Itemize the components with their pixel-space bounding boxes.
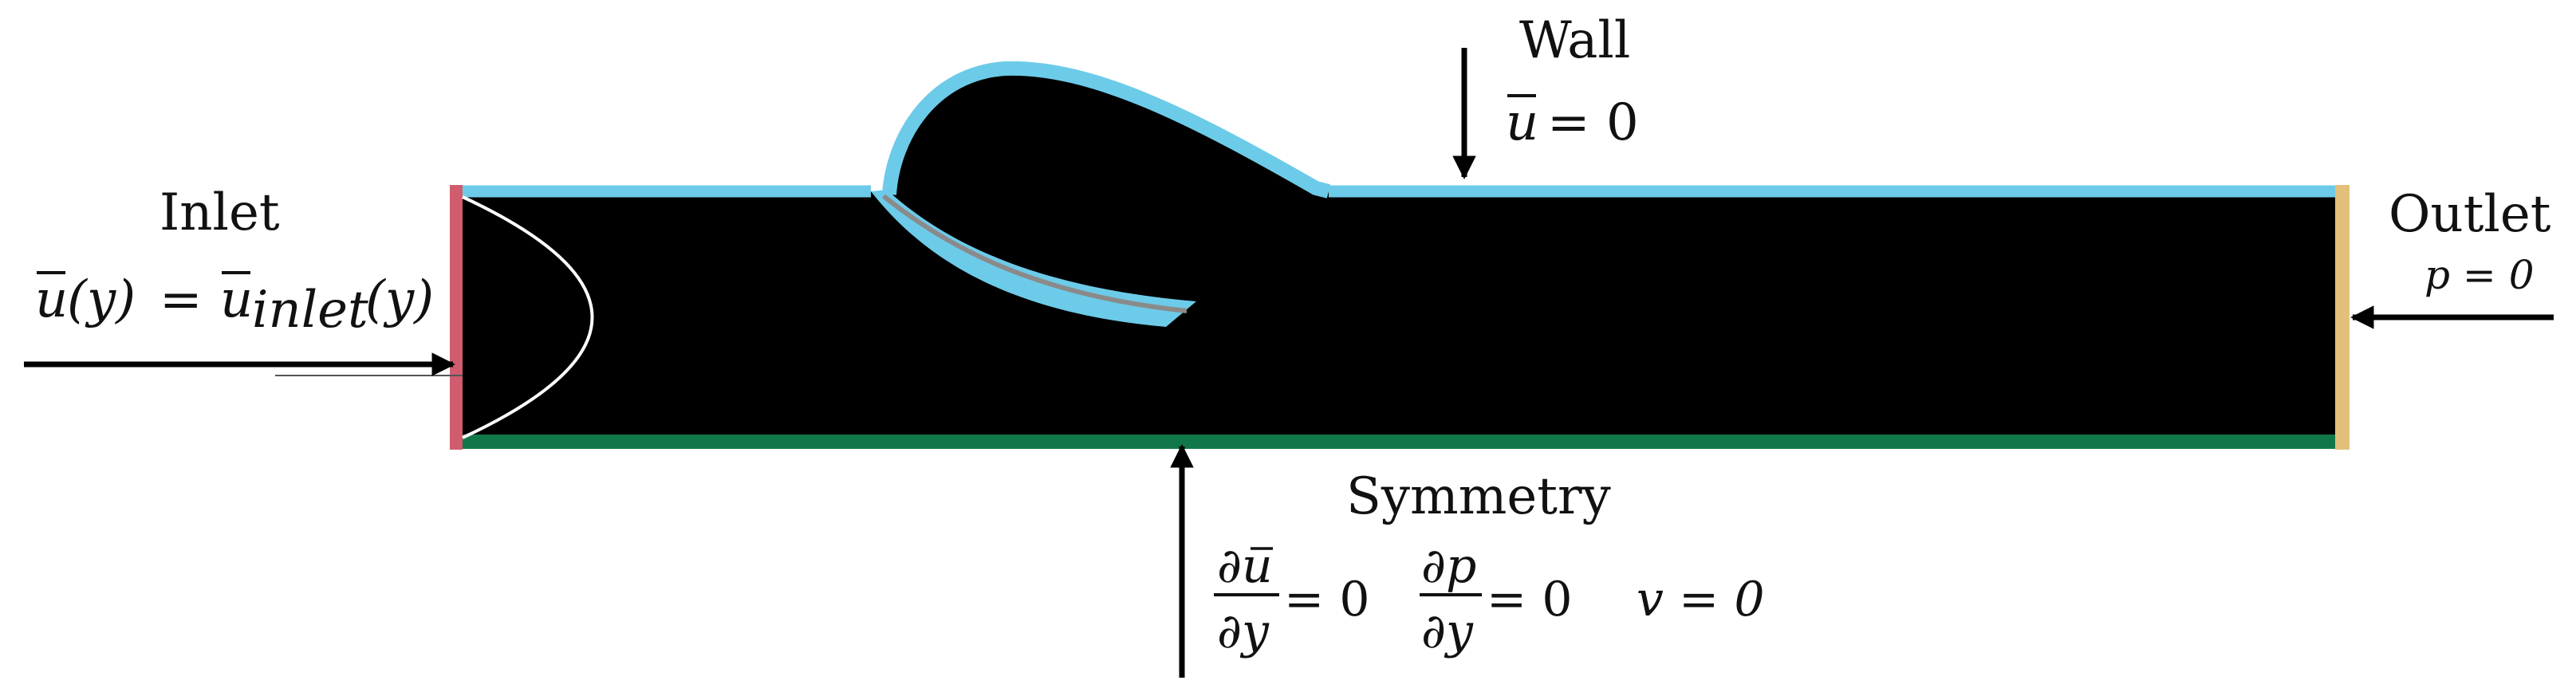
fluid-domain xyxy=(461,68,2345,442)
symmetry-du-rhs: = 0 xyxy=(1284,572,1370,627)
inlet-velocity-profile xyxy=(462,195,594,439)
outlet-equation: p = 0 xyxy=(2424,252,2535,298)
inlet-lhs-u: u xyxy=(35,270,68,329)
flexible-flap-core xyxy=(882,194,1188,313)
inlet-lhs-arg: (y) xyxy=(67,270,136,329)
symmetry-dp-rhs: = 0 xyxy=(1487,572,1573,627)
symmetry-du-numerator: ∂u xyxy=(1217,538,1273,594)
symmetry-boundary xyxy=(461,435,2345,449)
inlet-equals: = xyxy=(160,270,203,329)
symmetry-label: Symmetry xyxy=(1346,467,1611,526)
outlet-boundary xyxy=(2335,185,2350,450)
symmetry-du-denominator: ∂y xyxy=(1217,604,1270,659)
inlet-boundary xyxy=(450,185,463,450)
wall-label: Wall xyxy=(1519,11,1630,70)
wall-u-symbol: u xyxy=(1506,93,1538,152)
inlet-rhs-subscript: inlet xyxy=(252,281,368,340)
bump-wall-boundary xyxy=(882,61,1331,199)
flexible-flap xyxy=(871,190,1196,327)
wall-equation-rhs: = 0 xyxy=(1547,93,1639,152)
symmetry-dp-numerator: ∂p xyxy=(1421,538,1476,594)
symmetry-dp-denominator: ∂y xyxy=(1421,604,1474,659)
outlet-label: Outlet xyxy=(2389,185,2551,244)
symmetry-v-equation: v = 0 xyxy=(1637,572,1765,627)
inlet-label: Inlet xyxy=(160,183,280,242)
inlet-rhs-arg: (y) xyxy=(365,270,434,329)
inlet-rhs-u: u xyxy=(220,270,253,329)
